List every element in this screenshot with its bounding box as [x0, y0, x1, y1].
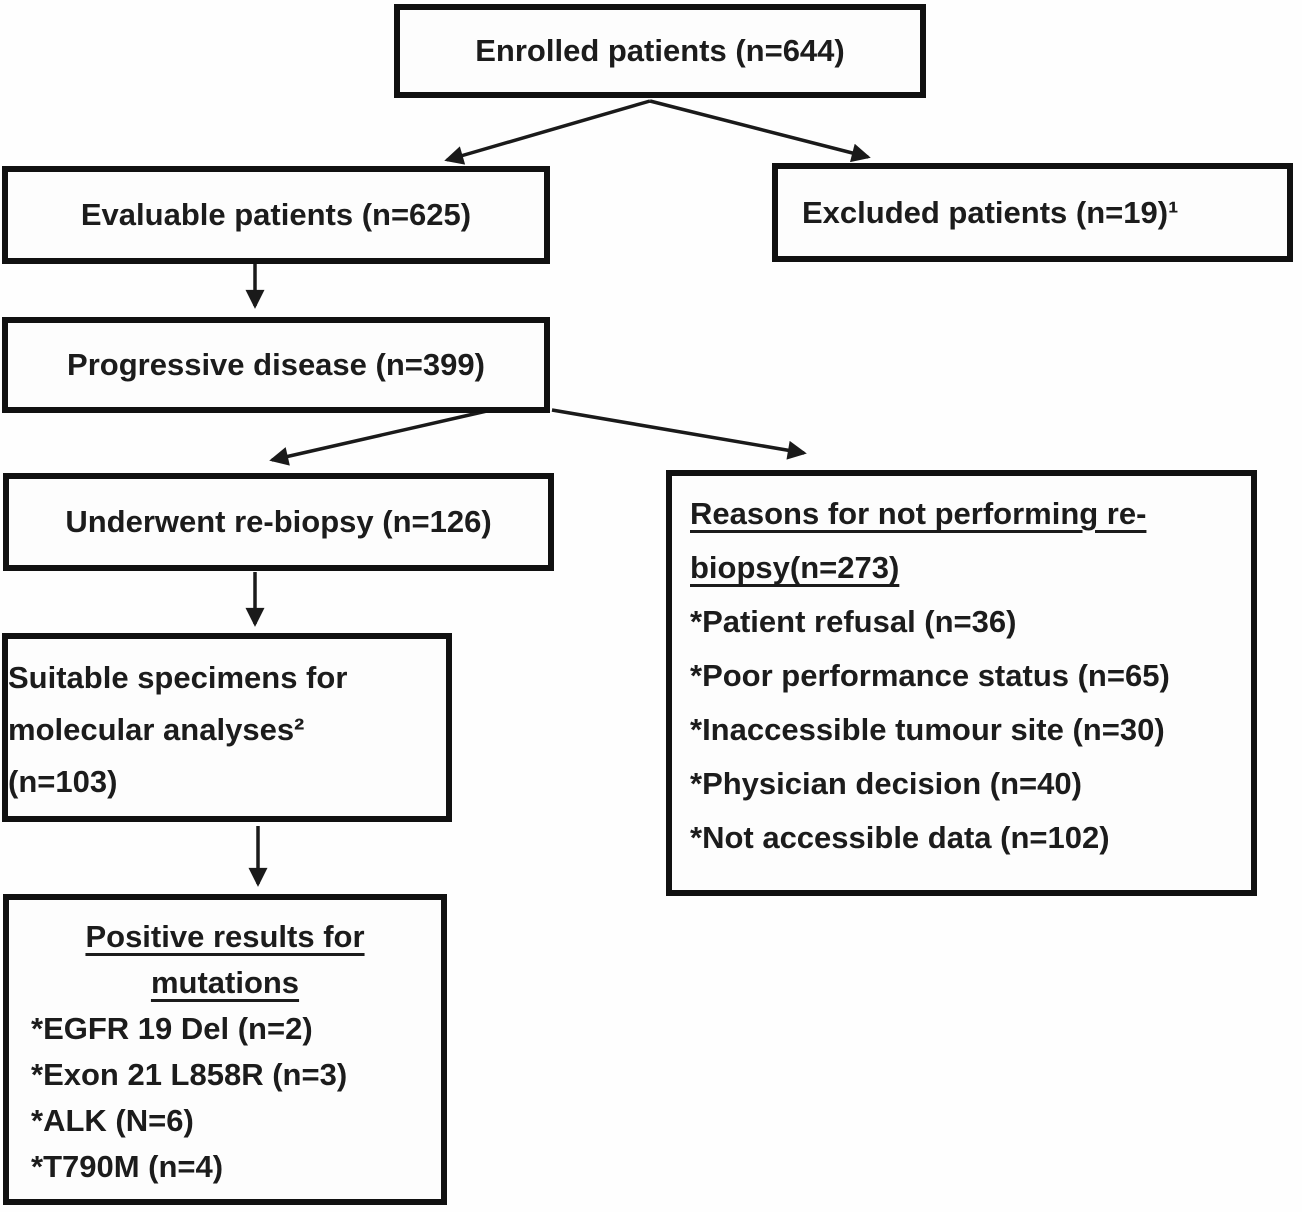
node-reasons-not-rebiopsy: Reasons for not performing re- biopsy(n=… [666, 470, 1257, 896]
reason-item-patient-refusal: *Patient refusal (n=36) [690, 604, 1017, 639]
reasons-heading-line2: biopsy(n=273) [690, 550, 900, 585]
node-underwent-rebiopsy: Underwent re-biopsy (n=126) [3, 473, 554, 571]
reasons-heading-line1: Reasons for not performing re- [690, 496, 1147, 531]
mutation-item-egfr-19-del: *EGFR 19 Del (n=2) [31, 1011, 313, 1046]
reason-item-physician-decision: *Physician decision (n=40) [690, 766, 1082, 801]
reason-item-poor-performance: *Poor performance status (n=65) [690, 658, 1170, 693]
suitable-line1: Suitable specimens for [8, 660, 348, 695]
mutation-item-t790m: *T790M (n=4) [31, 1149, 224, 1184]
arrow-enrolled-to-excluded [649, 99, 871, 163]
arrow-progressive-to-underwent [269, 406, 501, 466]
node-underwent-rebiopsy-label: Underwent re-biopsy (n=126) [65, 504, 492, 540]
node-evaluable-patients: Evaluable patients (n=625) [2, 166, 550, 264]
arrow-enrolled-to-evaluable [444, 99, 651, 165]
reason-item-inaccessible-site: *Inaccessible tumour site (n=30) [690, 712, 1165, 747]
node-enrolled-patients: Enrolled patients (n=644) [394, 4, 926, 98]
node-evaluable-patients-label: Evaluable patients (n=625) [80, 197, 472, 233]
suitable-line3: (n=103) [8, 764, 118, 799]
node-excluded-patients-label: Excluded patients (n=19)¹ [802, 194, 1179, 230]
node-progressive-disease: Progressive disease (n=399) [2, 317, 550, 413]
node-suitable-specimens: Suitable specimens for molecular analyse… [2, 633, 452, 822]
mutation-item-exon-21: *Exon 21 L858R (n=3) [31, 1057, 348, 1092]
reason-item-not-accessible-data: *Not accessible data (n=102) [690, 820, 1110, 855]
mutation-item-alk: *ALK (N=6) [31, 1103, 194, 1138]
node-enrolled-patients-label: Enrolled patients (n=644) [475, 33, 845, 69]
arrow-progressive-to-reasons [551, 408, 807, 460]
positive-heading-line2: mutations [150, 965, 300, 1000]
node-excluded-patients: Excluded patients (n=19)¹ [772, 163, 1293, 262]
suitable-line2: molecular analyses² [8, 712, 305, 747]
node-positive-results: Positive results for mutations *EGFR 19 … [3, 894, 447, 1205]
node-progressive-disease-label: Progressive disease (n=399) [67, 347, 485, 383]
positive-heading-line1: Positive results for [85, 919, 365, 954]
